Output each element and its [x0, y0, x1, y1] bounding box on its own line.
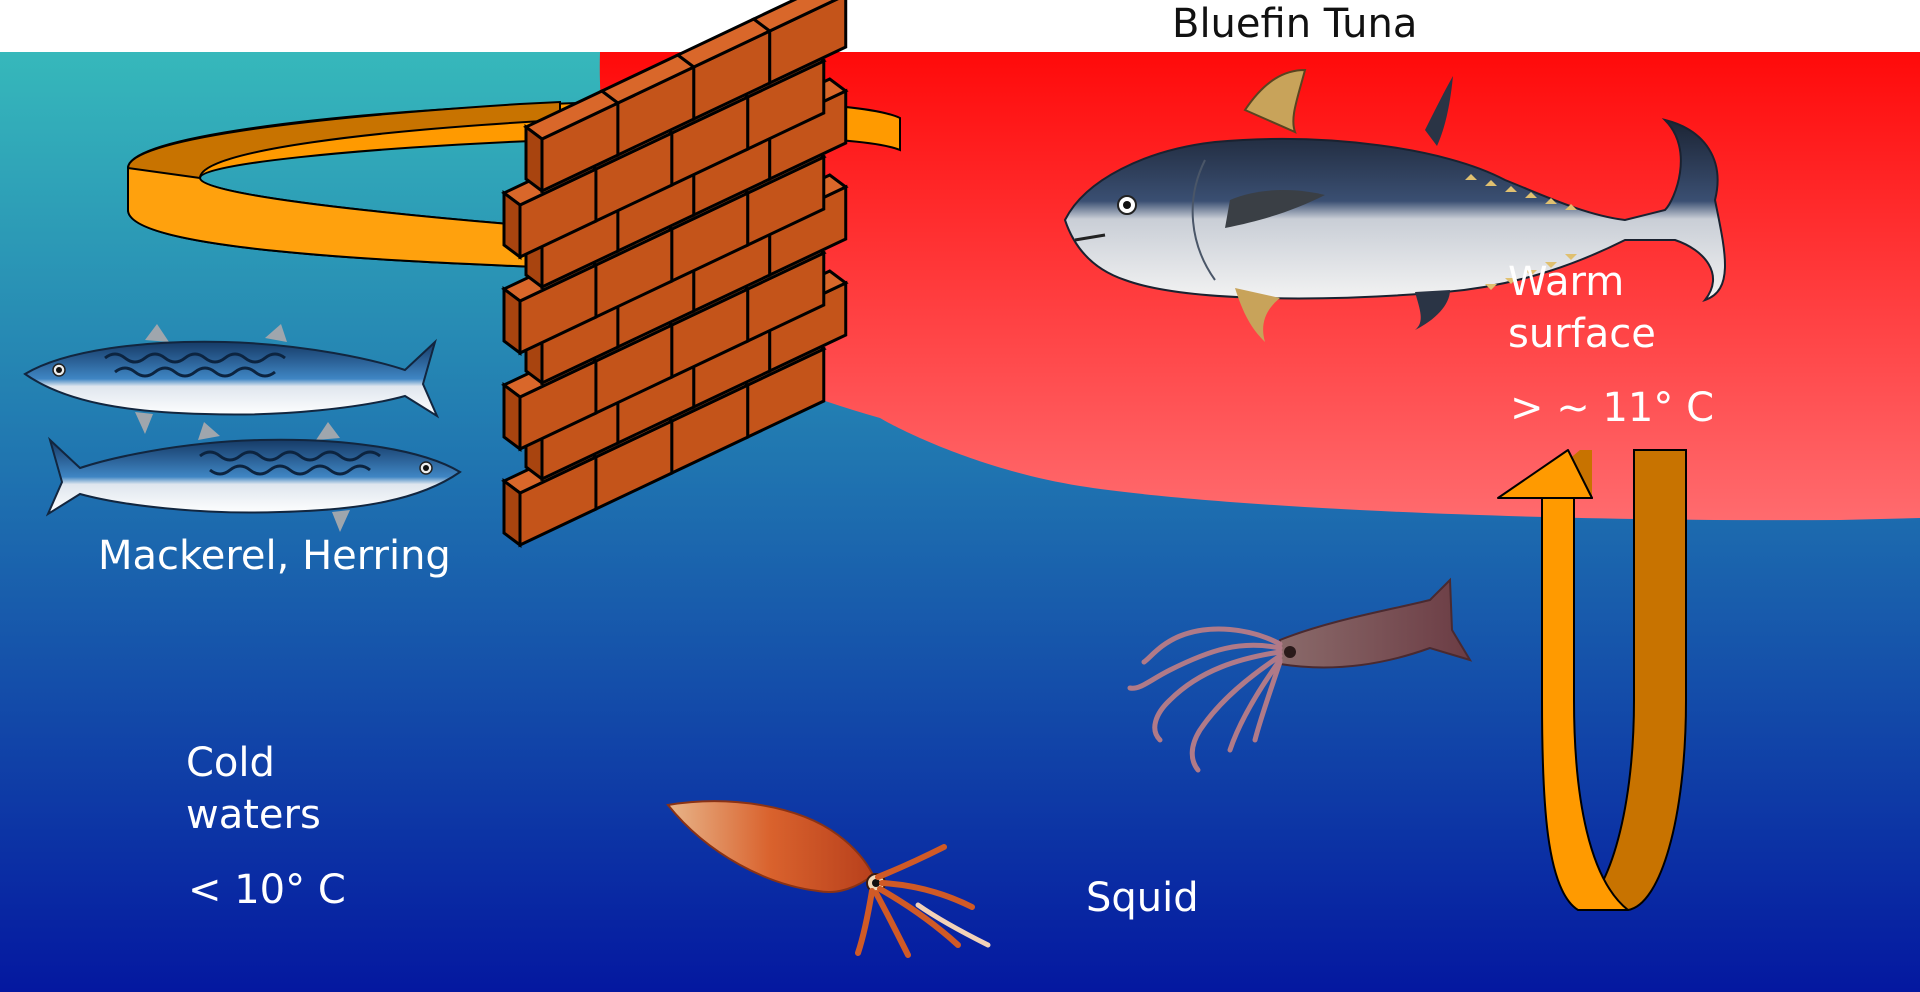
cold-waters-label-line1: Cold — [186, 737, 275, 789]
brick-side — [504, 193, 520, 257]
cold-temperature-label: < 10° C — [188, 864, 346, 916]
brick-side — [504, 481, 520, 545]
warm-surface-label-line2: surface — [1508, 308, 1656, 360]
warm-temperature-label: > ~ 11° C — [1510, 382, 1714, 434]
squid-label: Squid — [1086, 872, 1199, 924]
cold-waters-label-line2: waters — [186, 789, 321, 841]
forage-fish-label: Mackerel, Herring — [98, 530, 451, 582]
brick-side — [504, 289, 520, 353]
brick-side — [504, 385, 520, 449]
page-title: Bluefin Tuna — [1172, 0, 1417, 50]
brick-side — [526, 127, 542, 191]
warm-surface-label-line1: Warm — [1508, 256, 1624, 308]
